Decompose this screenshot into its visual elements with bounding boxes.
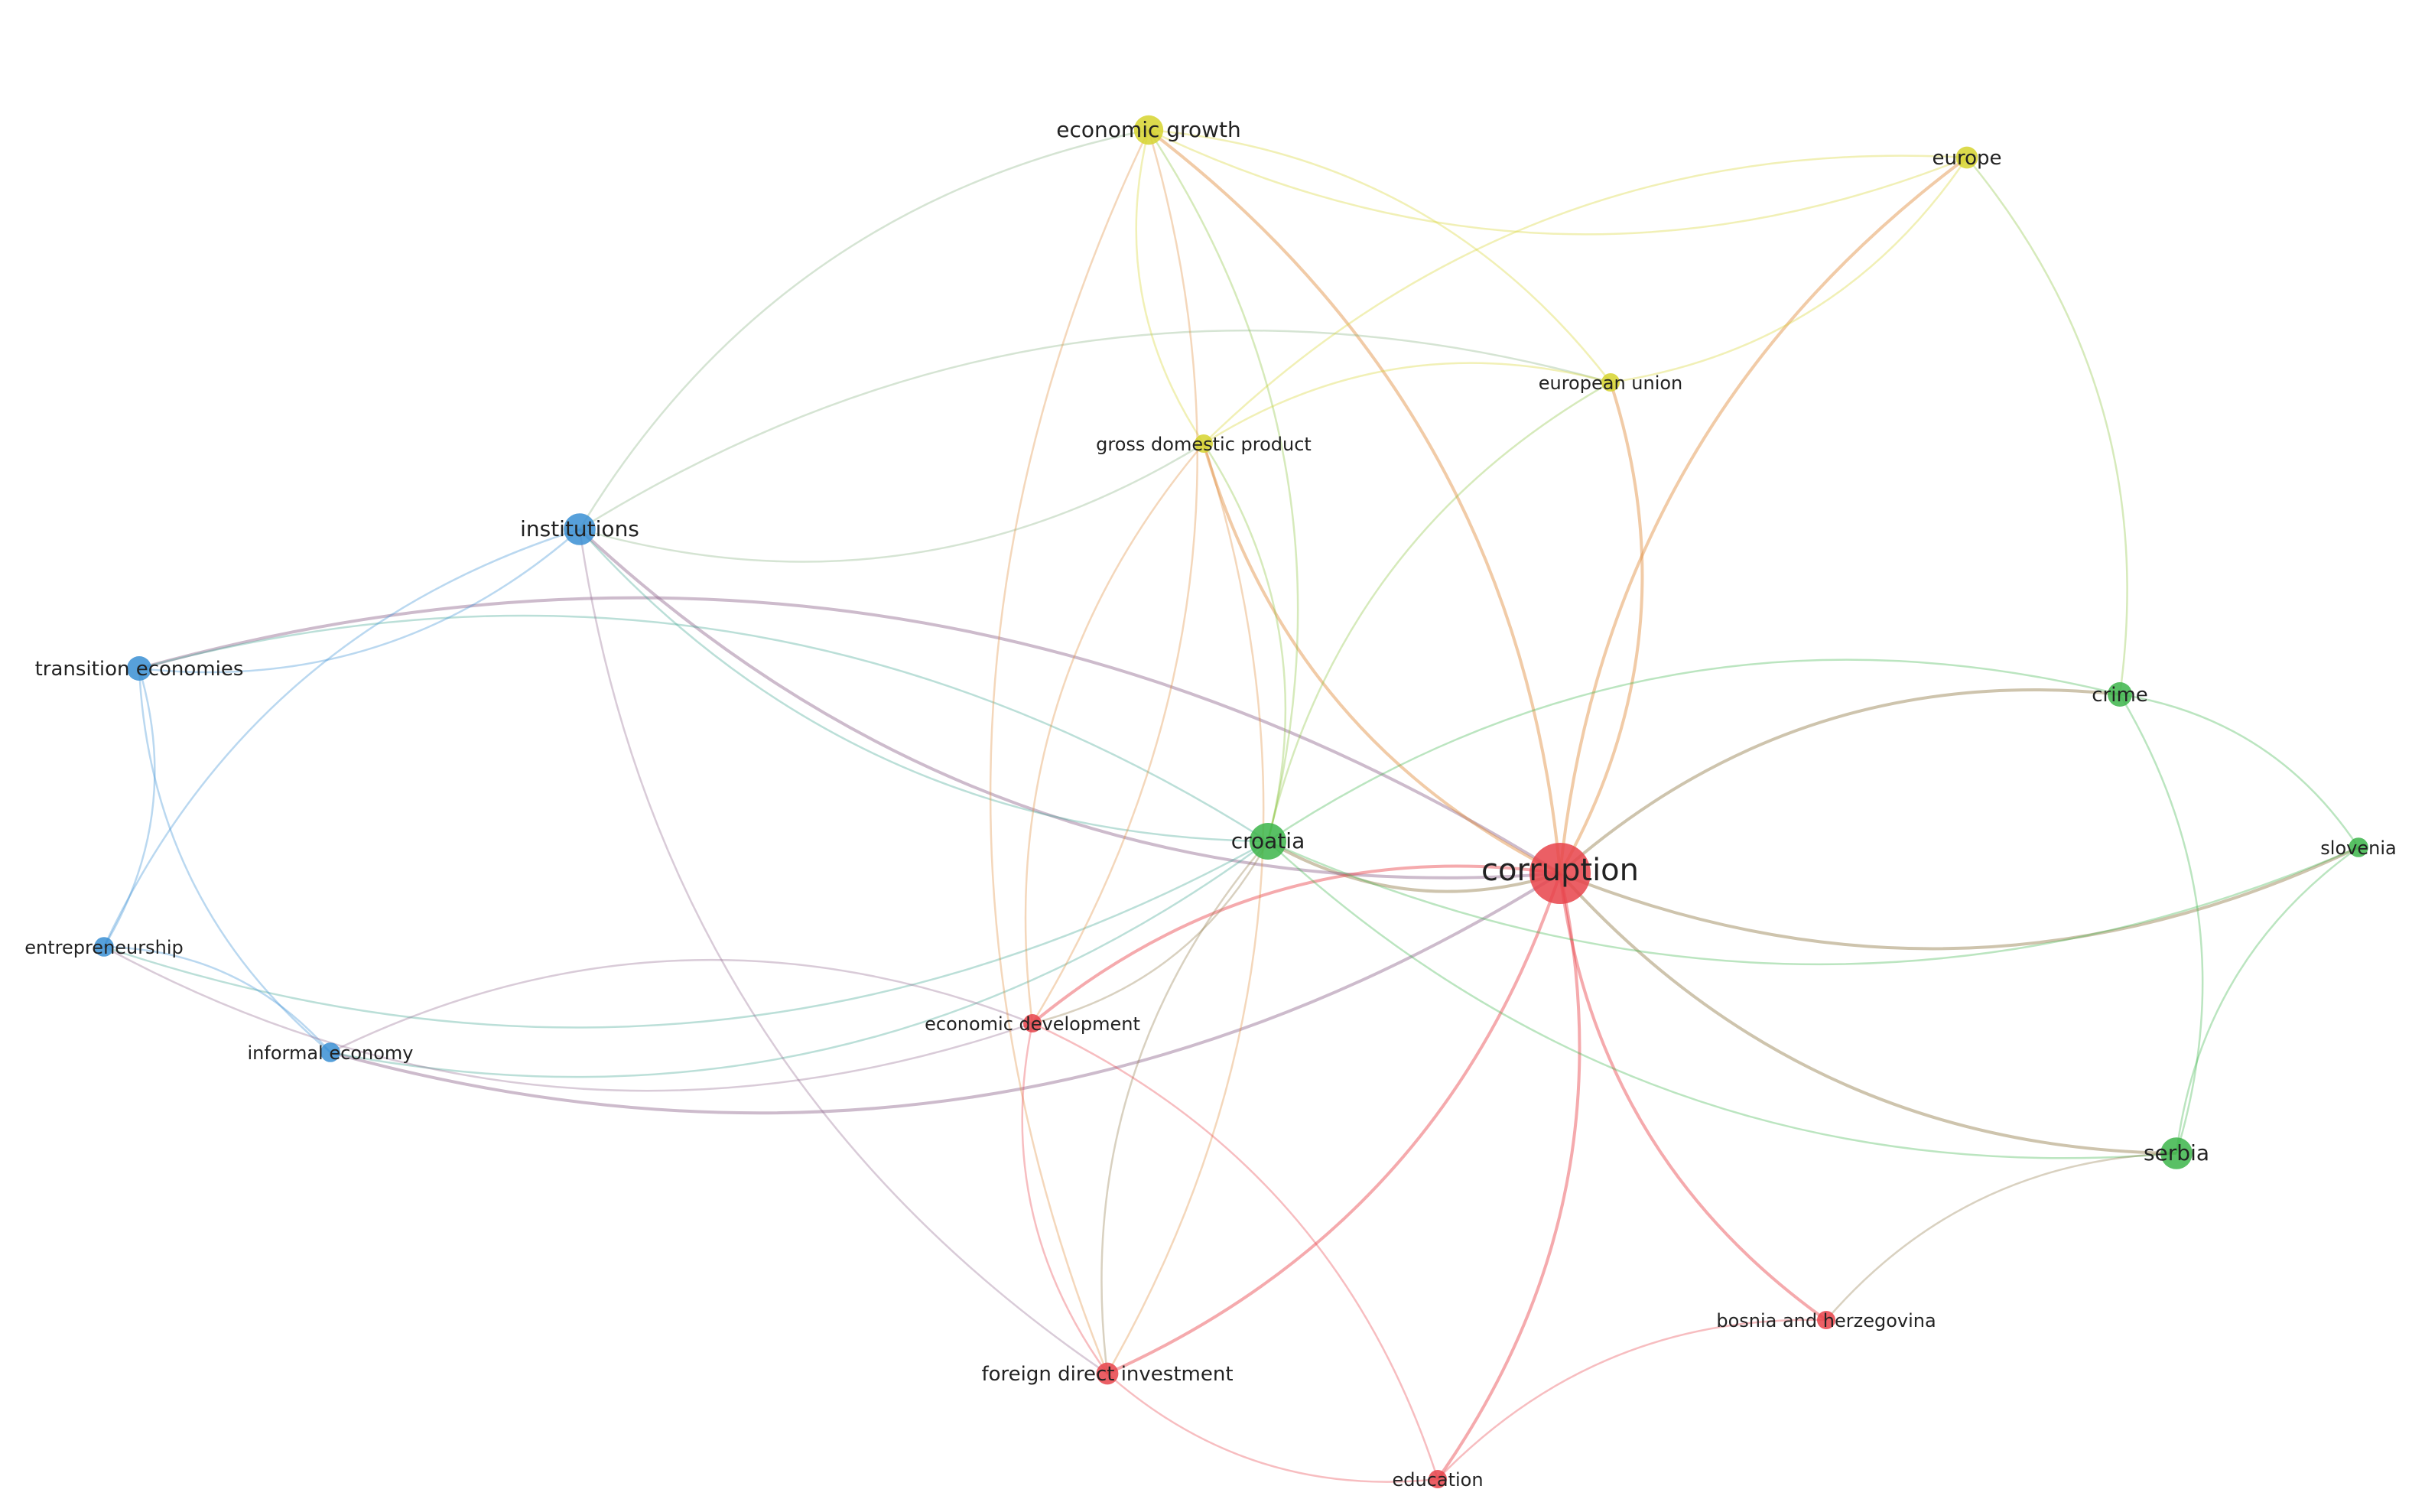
- label-crime: crime: [2092, 684, 2148, 707]
- node-economic-development[interactable]: [1023, 1014, 1042, 1032]
- node-slovenia[interactable]: [2349, 837, 2368, 857]
- link-corruption-croatia: [1266, 840, 1561, 893]
- link-corruption-institutions: [578, 528, 1561, 880]
- label-economic-growth: economic growth: [1056, 117, 1240, 142]
- link-gross-domestic-product-european-union: [1203, 362, 1611, 445]
- link-croatia-gross-domestic-product: [1202, 443, 1287, 842]
- label-foreign-direct-investment: foreign direct investment: [981, 1363, 1233, 1386]
- link-corruption-education: [1436, 873, 1581, 1481]
- link-corruption-economic-development: [1031, 864, 1561, 1025]
- link-serbia-slovenia: [2175, 846, 2359, 1154]
- link-gross-domestic-product-foreign-direct-investment: [1106, 443, 1265, 1374]
- link-croatia-economic-growth: [1147, 129, 1299, 842]
- link-croatia-foreign-direct-investment: [1100, 841, 1269, 1374]
- label-bosnia-and-herzegovina: bosnia and herzegovina: [1716, 1310, 1936, 1332]
- link-economic-growth-gross-domestic-product: [1135, 129, 1205, 444]
- link-transition-economies-informal-economy: [138, 668, 331, 1053]
- label-slovenia: slovenia: [2320, 837, 2396, 859]
- node-education[interactable]: [1429, 1470, 1447, 1488]
- link-economic-development-foreign-direct-investment: [1021, 1023, 1109, 1374]
- link-croatia-crime: [1267, 658, 2121, 843]
- link-corruption-informal-economy: [330, 872, 1562, 1115]
- link-croatia-slovenia: [1267, 840, 2359, 966]
- link-institutions-economic-growth: [578, 128, 1149, 530]
- label-europe: europe: [1933, 147, 2002, 170]
- label-education: education: [1392, 1469, 1483, 1491]
- link-croatia-institutions: [579, 528, 1269, 843]
- node-entrepreneurship[interactable]: [94, 937, 114, 957]
- network-nodes: corruption croatia serbia crime slovenia inst…: [24, 115, 2397, 1491]
- link-economic-growth-economic-development: [1031, 129, 1198, 1024]
- link-serbia-bosnia-and-herzegovina: [1825, 1152, 2177, 1321]
- link-economic-development-education: [1032, 1022, 1439, 1480]
- link-institutions-entrepreneurship: [102, 528, 580, 948]
- label-corruption: corruption: [1481, 853, 1639, 888]
- link-croatia-entrepreneurship: [103, 840, 1269, 1029]
- link-informal-economy-economic-development: [330, 958, 1033, 1054]
- link-corruption-economic-growth: [1147, 128, 1562, 874]
- label-gross-domestic-product: gross domestic product: [1096, 434, 1312, 455]
- link-institutions-european-union: [579, 329, 1611, 531]
- link-transition-economies-entrepreneurship: [102, 668, 156, 948]
- link-corruption-transition-economies: [138, 596, 1562, 875]
- label-informal-economy: informal economy: [248, 1042, 414, 1064]
- link-institutions-transition-economies: [138, 528, 580, 674]
- network-links: [102, 128, 2360, 1483]
- node-informal-economy[interactable]: [320, 1042, 340, 1062]
- link-education-bosnia-and-herzegovina: [1437, 1319, 1827, 1480]
- link-europe-european-union: [1610, 157, 1968, 384]
- node-institutions[interactable]: [564, 513, 596, 545]
- label-croatia: croatia: [1231, 828, 1305, 854]
- link-institutions-foreign-direct-investment: [578, 528, 1108, 1375]
- link-gross-domestic-product-economic-development: [1024, 443, 1204, 1024]
- label-economic-development: economic development: [925, 1013, 1140, 1035]
- link-croatia-european-union: [1266, 381, 1611, 842]
- node-foreign-direct-investment[interactable]: [1096, 1362, 1119, 1385]
- link-institutions-gross-domestic-product: [579, 442, 1204, 563]
- node-economic-growth[interactable]: [1133, 115, 1164, 145]
- label-transition-economies: transition economies: [35, 658, 244, 681]
- link-serbia-crime: [2118, 694, 2204, 1154]
- node-bosnia-and-herzegovina[interactable]: [1817, 1311, 1835, 1329]
- label-european-union: european union: [1539, 372, 1683, 394]
- label-institutions: institutions: [520, 516, 639, 541]
- link-crime-slovenia: [2119, 693, 2360, 848]
- label-entrepreneurship: entrepreneurship: [24, 937, 184, 958]
- link-croatia-informal-economy: [330, 840, 1269, 1078]
- link-corruption-europe: [1559, 156, 1968, 874]
- link-croatia-transition-economies: [138, 614, 1269, 843]
- link-europe-gross-domestic-product: [1203, 154, 1968, 444]
- link-corruption-crime: [1559, 688, 2121, 875]
- node-european-union[interactable]: [1601, 373, 1620, 392]
- node-corruption[interactable]: [1529, 843, 1591, 904]
- node-crime[interactable]: [2108, 682, 2132, 707]
- link-corruption-foreign-direct-investment: [1107, 873, 1562, 1375]
- link-corruption-slovenia: [1559, 846, 2359, 951]
- link-entrepreneurship-economic-development: [103, 945, 1033, 1092]
- node-europe[interactable]: [1955, 146, 1978, 169]
- link-economic-growth-europe: [1148, 128, 1968, 236]
- node-transition-economies[interactable]: [127, 656, 151, 681]
- link-corruption-european-union: [1559, 382, 1644, 874]
- link-foreign-direct-investment-education: [1107, 1373, 1438, 1483]
- link-croatia-economic-development: [1032, 841, 1269, 1025]
- link-economic-growth-foreign-direct-investment: [989, 129, 1150, 1374]
- link-croatia-serbia: [1267, 841, 2177, 1159]
- link-economic-growth-european-union: [1148, 128, 1611, 383]
- node-gross-domestic-product[interactable]: [1195, 434, 1213, 453]
- link-corruption-gross-domestic-product: [1202, 443, 1561, 875]
- link-corruption-bosnia-and-herzegovina: [1559, 873, 1828, 1322]
- link-corruption-serbia: [1559, 872, 2177, 1155]
- label-serbia: serbia: [2144, 1140, 2209, 1166]
- link-entrepreneurship-informal-economy: [103, 945, 331, 1053]
- node-serbia[interactable]: [2160, 1137, 2193, 1169]
- link-crime-europe: [1966, 157, 2128, 695]
- node-croatia[interactable]: [1250, 823, 1286, 860]
